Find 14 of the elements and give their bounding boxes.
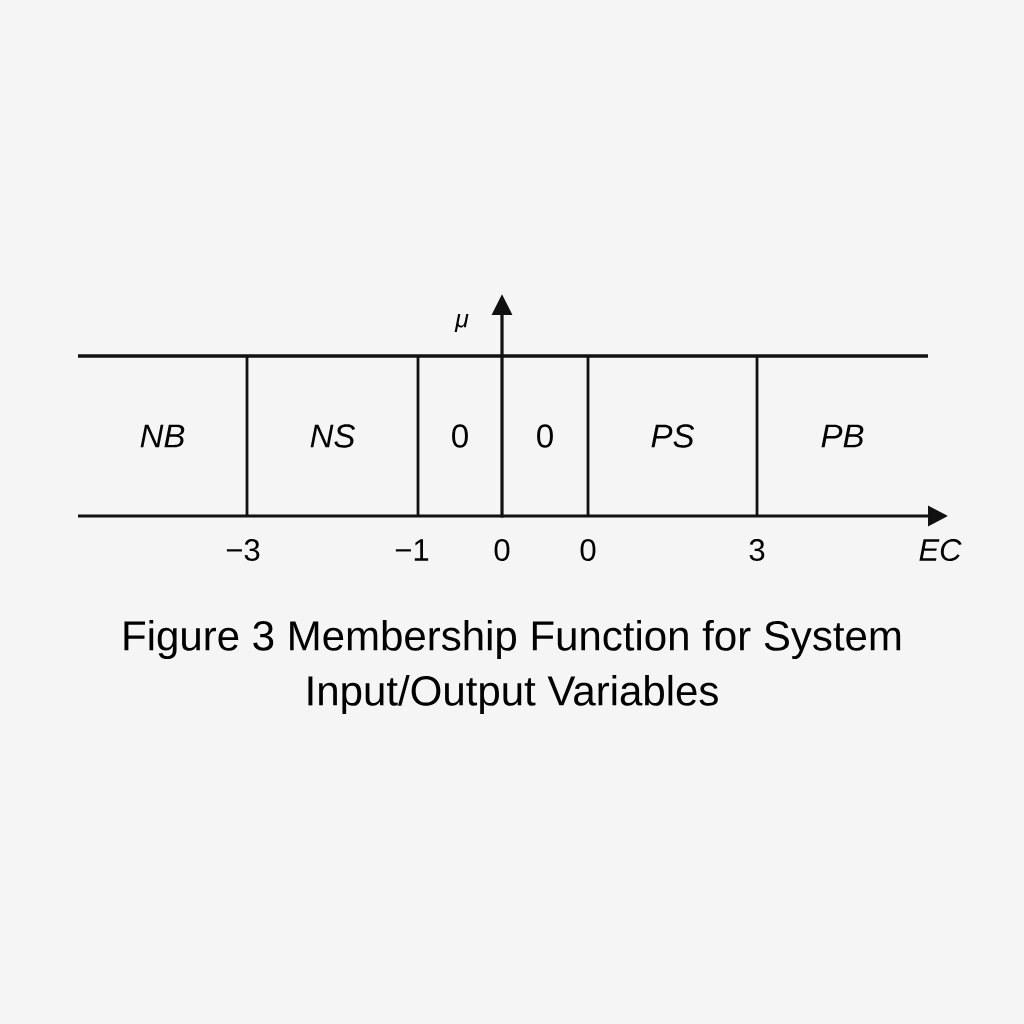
fuzzy-set-label: 0: [452, 424, 468, 448]
tick-label: 0: [580, 539, 596, 561]
tick-label: −3: [226, 539, 260, 561]
tick-label: −1: [395, 539, 429, 561]
fuzzy-set-label: NS: [310, 424, 356, 448]
fuzzy-set-label: PS: [651, 424, 695, 448]
axis-label: μ: [454, 314, 469, 332]
fuzzy-set-label: PB: [821, 424, 864, 448]
axis-label: EC: [919, 539, 962, 561]
fuzzy-set-label: 0: [537, 424, 553, 448]
tick-label: 3: [749, 539, 765, 561]
figure-caption: Figure 3 Membership Function for System Input/Output Variables: [124, 619, 901, 715]
tick-label: 0: [494, 539, 510, 561]
fuzzy-set-label: NB: [140, 424, 185, 448]
